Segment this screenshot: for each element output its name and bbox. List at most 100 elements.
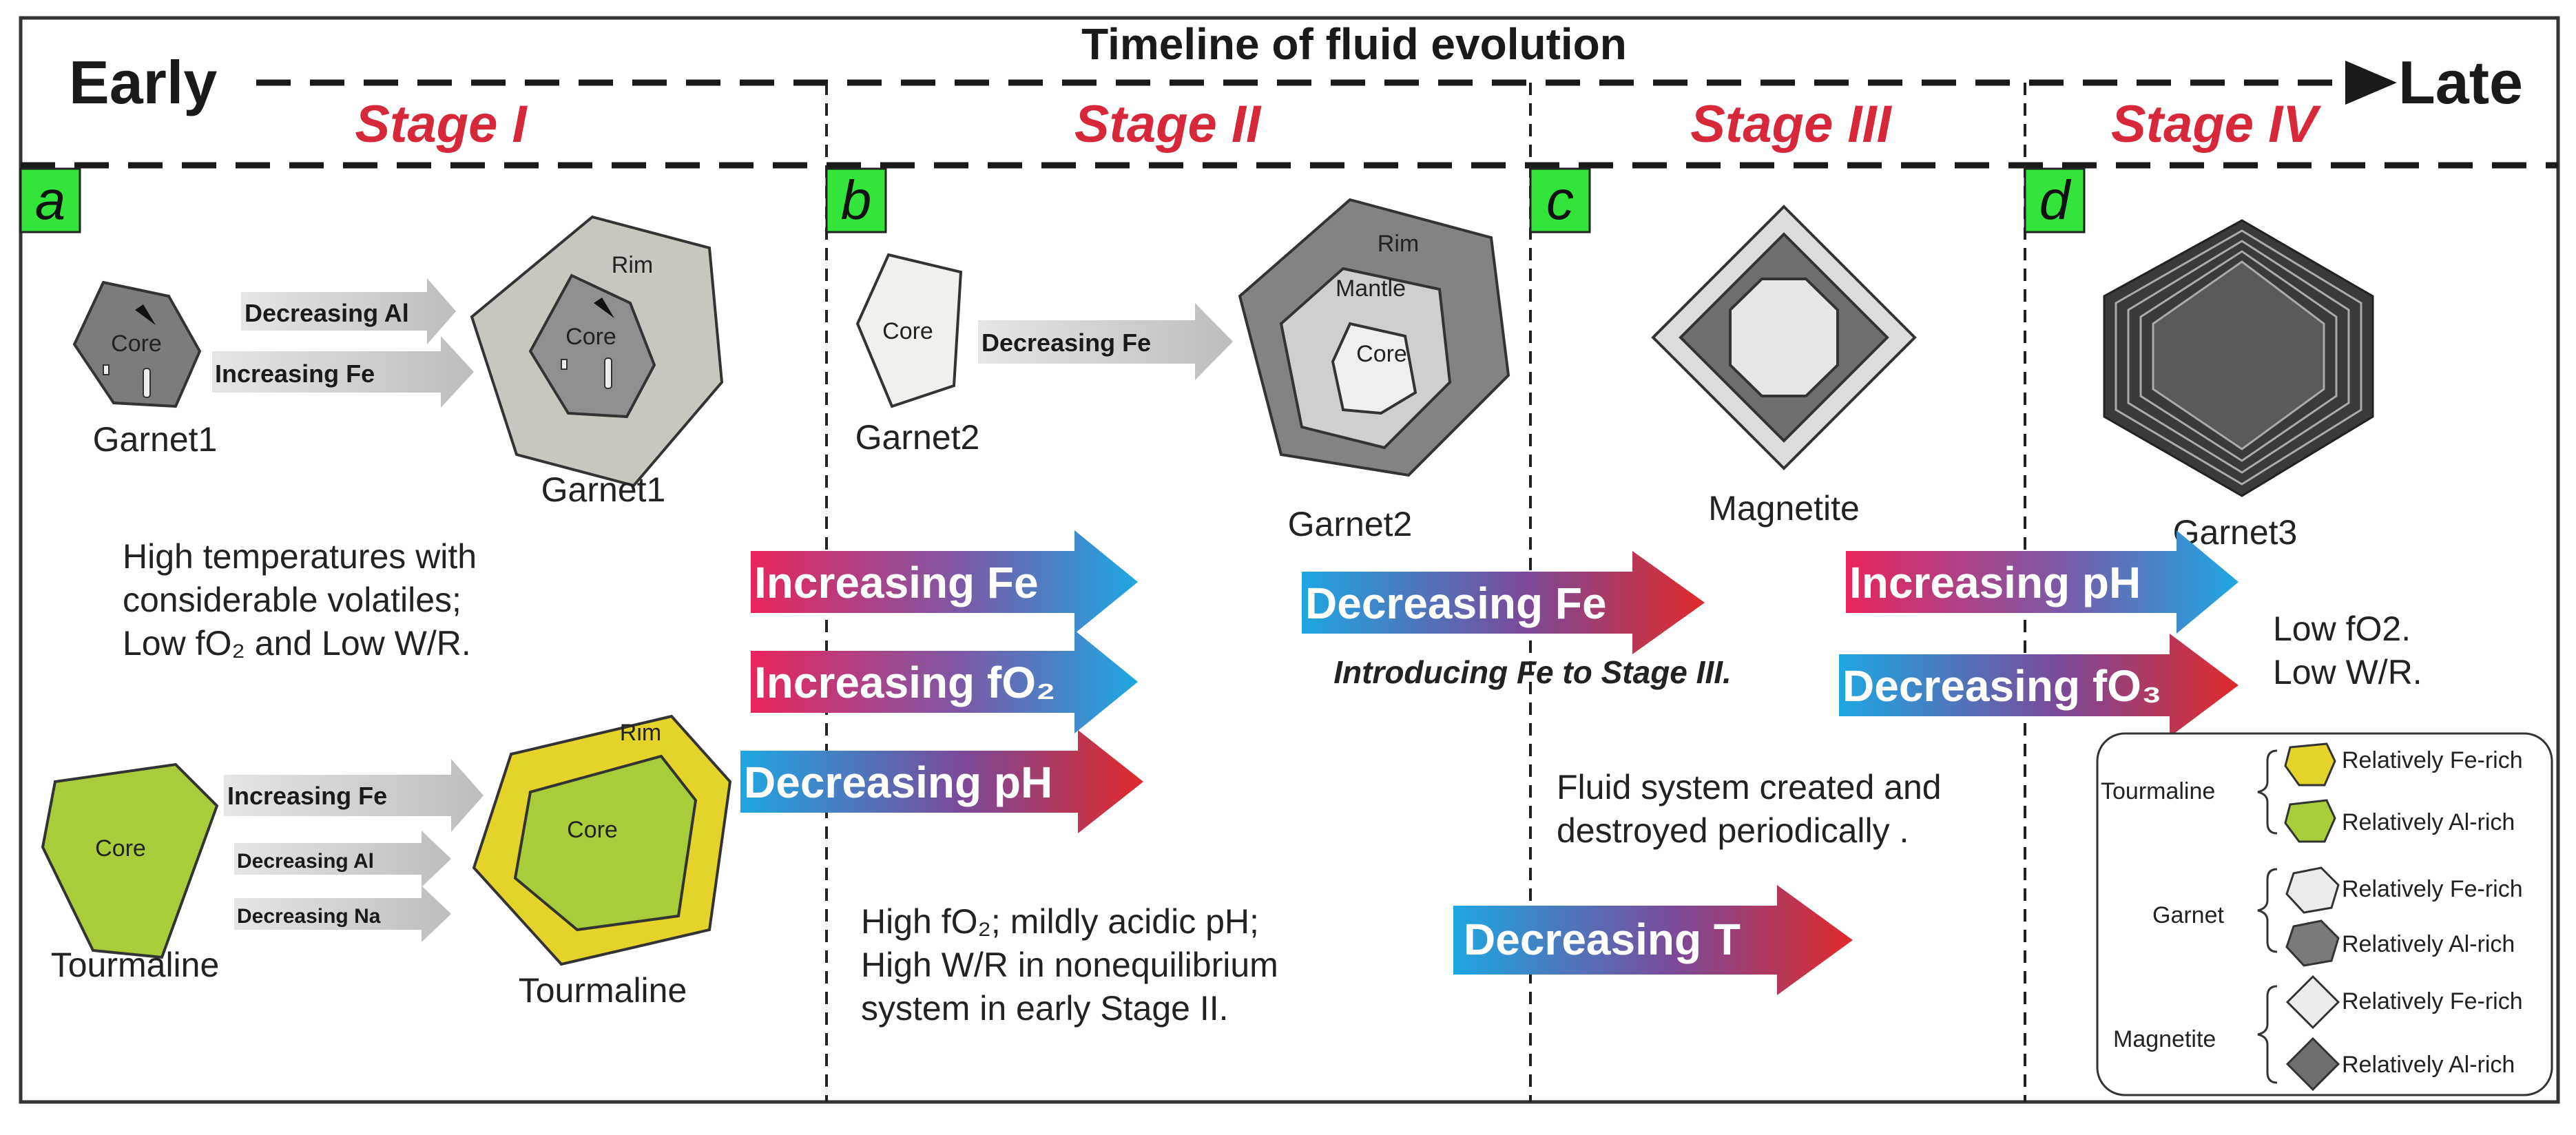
arrow-increasing-fe-1	[212, 336, 474, 408]
garnet2-mantle-label: Mantle	[1336, 275, 1406, 302]
legend: Tourmaline Relatively Fe-rich Relatively…	[2096, 732, 2553, 1096]
garnet2-small-crystal	[855, 253, 963, 408]
arrow-decreasing-fe-3-label: Decreasing Fe	[1305, 579, 1607, 628]
garnet1-small-inclusion	[135, 304, 156, 325]
legend-garnet-brace	[2257, 868, 2278, 953]
late-label: Late	[2398, 48, 2523, 116]
arrow-decreasing-t-label: Decreasing T	[1464, 915, 1741, 964]
panel-b-letter: b	[841, 169, 872, 231]
arrow-tour-decreasing-al	[234, 831, 451, 887]
stage2-note-line-2: High W/R in nonequilibrium	[861, 946, 1278, 984]
legend-magnetite-al-swatch	[2285, 1037, 2340, 1092]
legend-garnet-al-label: Relatively Al-rich	[2342, 931, 2515, 957]
tourmaline-small-label: Tourmaline	[51, 946, 220, 984]
tourmaline-small-crystal	[41, 762, 219, 959]
legend-tourmaline-fe-swatch	[2284, 742, 2336, 787]
garnet1-big-core-label: Core	[565, 324, 616, 350]
arrow-decreasing-fe-2-label: Decreasing Fe	[981, 329, 1151, 357]
legend-tourmaline-al-label: Relatively Al-rich	[2342, 809, 2515, 835]
garnet2-small-core-label: Core	[882, 318, 933, 344]
stage2-note-line-1: High fO₂; mildly acidic pH;	[861, 902, 1259, 941]
stage1-note-line-1: High temperatures with	[123, 537, 477, 576]
stage4-note-line-2: Low W/R.	[2273, 653, 2422, 691]
arrow-decreasing-fe-3	[1302, 551, 1705, 654]
legend-magnetite-fe-label: Relatively Fe-rich	[2342, 988, 2523, 1014]
garnet2-core-label: Core	[1356, 341, 1407, 367]
legend-garnet-label: Garnet	[2152, 902, 2224, 928]
stage1-note-line-2: considerable volatiles;	[123, 581, 461, 619]
garnet1-small-label: Garnet1	[93, 420, 218, 459]
arrow-tour-decreasing-al-label: Decreasing Al	[237, 850, 374, 873]
stage-1-label: Stage I	[355, 95, 528, 154]
arrow-increasing-fe-1-label: Increasing Fe	[215, 360, 375, 388]
arrow-tour-decreasing-na-label: Decreasing Na	[237, 905, 381, 928]
arrow-tour-decreasing-na	[234, 886, 451, 942]
legend-garnet-al-swatch	[2285, 919, 2340, 967]
garnet1-small-inclusion-3	[103, 364, 110, 375]
garnet1-small-inclusion-2	[143, 368, 151, 398]
panel-a-box	[19, 167, 81, 233]
timeline-arrow-head	[2345, 61, 2397, 105]
arrow-decreasing-al-1-label: Decreasing Al	[245, 299, 409, 327]
legend-garnet-fe-label: Relatively Fe-rich	[2342, 876, 2523, 902]
legend-tourmaline-al-swatch	[2284, 799, 2336, 843]
garnet1-big-rim-label: Rim	[612, 252, 653, 278]
early-label: Early	[69, 48, 217, 116]
legend-tourmaline-brace	[2257, 749, 2278, 835]
arrow-tour-increasing-fe	[224, 759, 484, 832]
arrow-increasing-fe-grad	[751, 530, 1138, 634]
arrow-tour-increasing-fe-label: Increasing Fe	[227, 782, 387, 810]
tourmaline-big-core-label: Core	[567, 817, 618, 843]
garnet1-small-core-label: Core	[111, 331, 162, 357]
stage1-note-line-3: Low fO₂ and Low W/R.	[123, 624, 471, 663]
garnet2-small-label: Garnet2	[855, 418, 980, 457]
arrow-increasing-fo2-grad-label: Increasing fO₂	[754, 658, 1055, 707]
tourmaline-big-rim-label: Rim	[620, 720, 661, 746]
garnet1-big-label: Garnet1	[541, 470, 666, 509]
panel-d-letter: d	[2039, 169, 2072, 231]
introducing-fe-text: Introducing Fe to Stage III.	[1333, 654, 1732, 690]
garnet1-big-core	[528, 273, 656, 419]
arrow-decreasing-t	[1453, 885, 1853, 995]
tourmaline-big-label: Tourmaline	[519, 971, 687, 1010]
magnetite-label: Magnetite	[1708, 489, 1860, 528]
legend-magnetite-fe-swatch	[2285, 975, 2340, 1030]
garnet2-big-label: Garnet2	[1288, 505, 1413, 543]
garnet3-crystal	[2103, 219, 2374, 497]
legend-magnetite-label: Magnetite	[2113, 1026, 2216, 1052]
legend-magnetite-brace	[2257, 985, 2278, 1084]
arrow-decreasing-ph-grad-label: Decreasing pH	[744, 758, 1052, 807]
diagram-title: Timeline of fluid evolution	[1081, 19, 1627, 69]
panel-d-box	[2024, 167, 2086, 233]
arrow-increasing-ph-label: Increasing pH	[1849, 558, 2141, 607]
garnet2-rim-label: Rim	[1378, 231, 1419, 257]
stage4-note-line-1: Low fO2.	[2273, 610, 2411, 648]
stage-3-label: Stage III	[1690, 95, 1892, 154]
arrow-decreasing-fe-2	[978, 303, 1233, 380]
garnet1-big-inclusion-3	[561, 359, 568, 370]
arrow-decreasing-al-1	[241, 278, 456, 344]
stage3-note-line-2: destroyed periodically .	[1557, 811, 1909, 850]
panel-a-letter: a	[35, 169, 66, 231]
garnet2-big-core	[1331, 322, 1417, 415]
garnet1-big-inclusion	[594, 298, 614, 318]
garnet1-big-inclusion-2	[604, 357, 612, 389]
arrow-decreasing-fo3	[1839, 634, 2239, 737]
stage-2-label: Stage II	[1074, 95, 1262, 154]
tourmaline-small-core-label: Core	[95, 835, 146, 862]
magnetite-core	[1729, 278, 1839, 397]
panel-c-letter: c	[1546, 169, 1574, 231]
arrow-decreasing-fo3-label: Decreasing fO₃	[1842, 661, 2162, 711]
legend-tourmaline-label: Tourmaline	[2101, 778, 2215, 804]
legend-garnet-fe-swatch	[2285, 866, 2340, 914]
legend-magnetite-al-label: Relatively Al-rich	[2342, 1052, 2515, 1078]
stage3-note-line-1: Fluid system created and	[1557, 768, 1942, 806]
legend-tourmaline-fe-label: Relatively Fe-rich	[2342, 747, 2523, 773]
arrow-increasing-fe-grad-label: Increasing Fe	[754, 558, 1039, 607]
arrow-decreasing-ph-grad	[740, 730, 1143, 833]
panel-c-box	[1529, 167, 1591, 233]
legend-box	[2096, 732, 2553, 1096]
tourmaline-big-core	[513, 754, 698, 932]
